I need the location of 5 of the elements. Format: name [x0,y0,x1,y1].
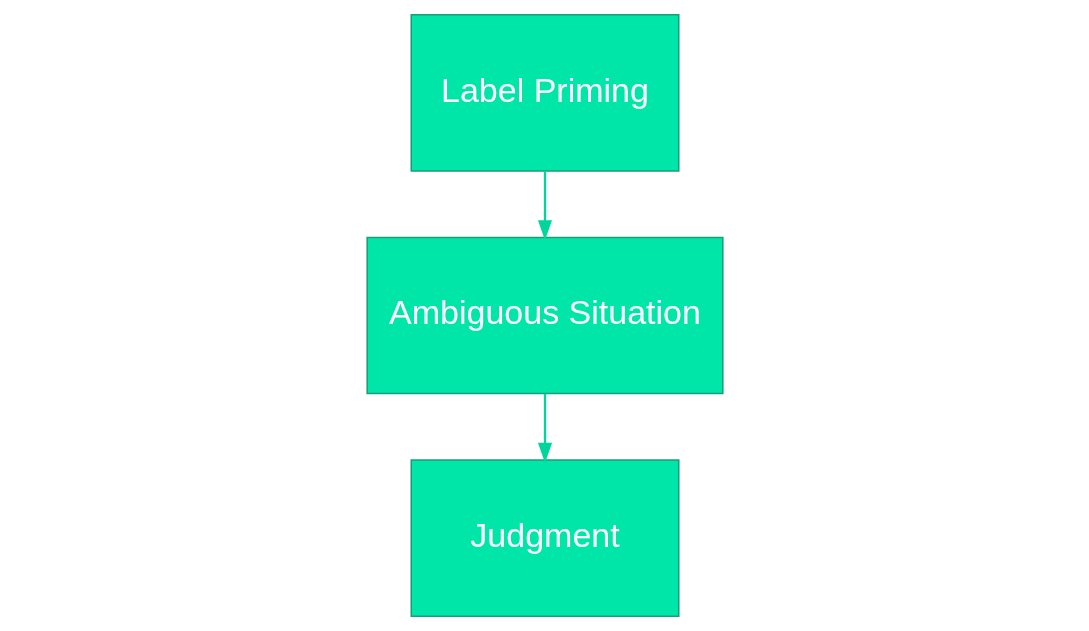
arrow [537,393,552,463]
arrow [537,171,552,241]
node-box: Ambiguous Situation [365,236,724,395]
node-box: Label Priming [409,14,680,172]
node-box: Judgment [409,459,680,617]
